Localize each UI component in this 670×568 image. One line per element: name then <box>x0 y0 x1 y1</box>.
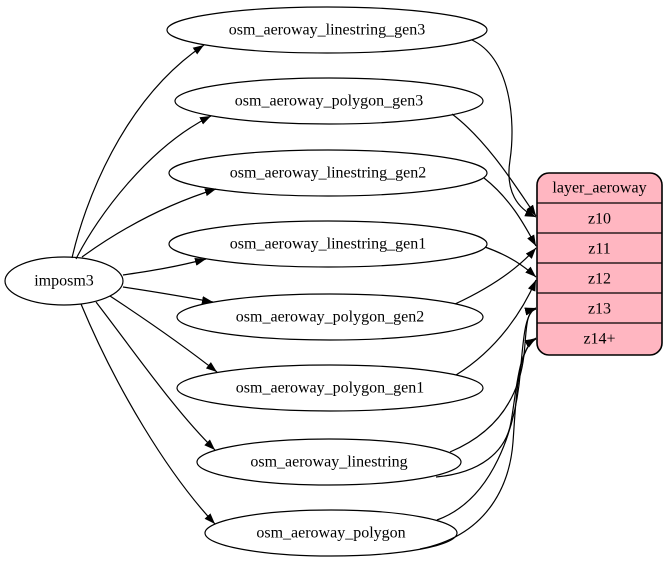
node-imposm3: imposm3 <box>4 256 124 306</box>
node-osm_aeroway_polygon_gen3: osm_aeroway_polygon_gen3 <box>174 77 484 125</box>
node-osm_aeroway_linestring_gen1: osm_aeroway_linestring_gen1 <box>168 220 488 268</box>
node-label: osm_aeroway_polygon <box>256 525 405 542</box>
record-title: layer_aeroway <box>552 180 646 197</box>
node-label: osm_aeroway_polygon_gen2 <box>236 309 424 326</box>
edge-osm_aeroway_polygon-to-layer_aeroway-z14- <box>419 338 537 550</box>
node-label: osm_aeroway_linestring_gen3 <box>229 22 425 39</box>
node-label: osm_aeroway_linestring_gen1 <box>230 236 426 253</box>
edge-osm_aeroway_polygon_gen2-to-layer_aeroway-z11 <box>454 247 537 305</box>
node-osm_aeroway_polygon_gen2: osm_aeroway_polygon_gen2 <box>176 293 484 341</box>
record-row-z11: z11 <box>588 241 611 258</box>
node-ellipse <box>196 438 462 486</box>
edge-imposm3-to-osm_aeroway_polygon_gen3 <box>75 115 212 260</box>
node-ellipse <box>166 6 488 54</box>
node-ellipse <box>204 509 458 557</box>
node-osm_aeroway_linestring_gen3: osm_aeroway_linestring_gen3 <box>166 6 488 54</box>
node-layer_aeroway: layer_aeroway z10 z11 z12 z13 z14+ <box>536 172 663 356</box>
record-row-z14+: z14+ <box>583 331 615 348</box>
edge-osm_aeroway_linestring_gen3-to-layer_aeroway-z10 <box>471 39 537 218</box>
node-ellipse <box>174 77 484 125</box>
edge-imposm3-to-osm_aeroway_linestring_gen2 <box>81 188 217 258</box>
record-row-z13: z13 <box>588 301 611 318</box>
node-label: osm_aeroway_polygon_gen3 <box>235 93 423 110</box>
record-row-z10: z10 <box>588 211 611 228</box>
node-label: osm_aeroway_linestring <box>250 454 407 471</box>
edge-imposm3-to-osm_aeroway_polygon <box>80 303 216 525</box>
edge-osm_aeroway_polygon_gen3-to-layer_aeroway-z10 <box>451 113 537 217</box>
edge-osm_aeroway_linestring_gen1-to-layer_aeroway-z12 <box>484 246 537 278</box>
edge-imposm3-to-osm_aeroway_linestring_gen3 <box>71 44 205 259</box>
edge-osm_aeroway_polygon-to-layer_aeroway-z13 <box>436 307 537 521</box>
node-ellipse <box>4 256 124 306</box>
node-osm_aeroway_linestring: osm_aeroway_linestring <box>196 438 462 486</box>
edge-osm_aeroway_linestring_gen2-to-layer_aeroway-z11 <box>483 177 537 247</box>
node-osm_aeroway_polygon: osm_aeroway_polygon <box>204 509 458 557</box>
edge-imposm3-to-osm_aeroway_polygon_gen1 <box>109 295 218 373</box>
edge-osm_aeroway_polygon_gen1-to-layer_aeroway-z12 <box>455 279 537 376</box>
node-ellipse <box>176 293 484 341</box>
node-label: osm_aeroway_polygon_gen1 <box>236 380 424 397</box>
edge-imposm3-to-osm_aeroway_linestring <box>95 301 216 451</box>
node-ellipse <box>168 149 488 197</box>
node-label: imposm3 <box>34 273 94 290</box>
node-osm_aeroway_linestring_gen2: osm_aeroway_linestring_gen2 <box>168 149 488 197</box>
record-body <box>536 172 663 356</box>
record-row-z12: z12 <box>588 271 611 288</box>
node-ellipse <box>168 220 488 268</box>
node-osm_aeroway_polygon_gen1: osm_aeroway_polygon_gen1 <box>176 364 484 412</box>
node-label: osm_aeroway_linestring_gen2 <box>230 165 426 182</box>
edge-imposm3-to-osm_aeroway_polygon_gen2 <box>122 286 214 304</box>
edge-imposm3-to-osm_aeroway_linestring_gen1 <box>122 257 207 276</box>
node-ellipse <box>176 364 484 412</box>
